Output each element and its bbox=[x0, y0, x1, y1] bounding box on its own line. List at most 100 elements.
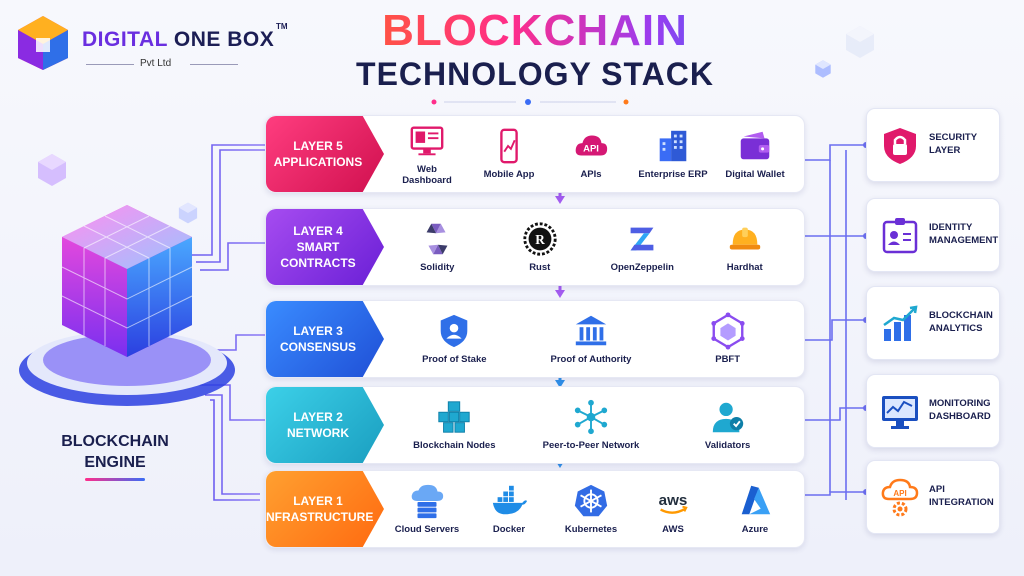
logo-name: DIGITAL ONE BOX bbox=[82, 28, 274, 52]
item-label: Peer-to-Peer Network bbox=[542, 440, 640, 452]
hardhat-icon bbox=[729, 227, 760, 250]
layer-1-name: INFRASTRUCTURE bbox=[262, 510, 374, 524]
item-label: OpenZeppelin bbox=[610, 262, 674, 274]
card-label: BLOCKCHAIN bbox=[929, 310, 993, 322]
layer-1-number: LAYER 1 bbox=[293, 493, 343, 508]
cloud-server-icon bbox=[411, 484, 444, 519]
api-cloud-icon: API bbox=[575, 135, 608, 156]
security-shield-icon bbox=[884, 128, 916, 164]
item-apis: API APIs bbox=[550, 127, 632, 181]
item-docker: Docker bbox=[468, 482, 550, 536]
item-label: AWS bbox=[662, 524, 684, 536]
layer-2-name: NETWORK bbox=[287, 426, 349, 440]
wallet-icon bbox=[740, 131, 770, 160]
layer-3-items: Proof of Stake Proof of Authority PBFT bbox=[386, 301, 796, 377]
openzeppelin-icon bbox=[630, 227, 654, 251]
item-openzeppelin: OpenZeppelin bbox=[598, 220, 686, 274]
layer-4-items: Solidity R Rust OpenZeppelin Hardhat bbox=[386, 209, 796, 285]
item-kubernetes: Kubernetes bbox=[550, 482, 632, 536]
layer-5-badge: LAYER 5 APPLICATIONS bbox=[266, 116, 384, 192]
api-gear-icon: API bbox=[881, 478, 919, 517]
layer-4-badge: LAYER 4 SMART CONTRACTS bbox=[266, 209, 384, 285]
title-dots bbox=[431, 99, 629, 105]
monitor-icon bbox=[882, 396, 918, 429]
layer-1-panel: LAYER 1 INFRASTRUCTURE Cloud Servers Doc… bbox=[265, 470, 805, 548]
page-title: BLOCKCHAIN bbox=[300, 6, 770, 56]
engine-underline bbox=[85, 478, 145, 481]
layer-4-name: SMART bbox=[296, 239, 340, 254]
item-cloud-servers: Cloud Servers bbox=[386, 482, 468, 536]
cubes-icon bbox=[438, 401, 471, 433]
layer-3-panel: LAYER 3 CONSENSUS Proof of Stake Proof o… bbox=[265, 300, 805, 378]
layer-3-badge: LAYER 3 CONSENSUS bbox=[266, 301, 384, 377]
kubernetes-icon bbox=[574, 484, 608, 517]
docker-icon bbox=[492, 485, 528, 515]
aws-icon: aws bbox=[659, 492, 688, 514]
svg-text:R: R bbox=[535, 232, 545, 247]
rust-icon: R bbox=[523, 222, 557, 256]
p2p-network-icon bbox=[574, 399, 608, 435]
card-label-line2: LAYER bbox=[929, 145, 961, 156]
layer-1-badge: LAYER 1 INFRASTRUCTURE bbox=[266, 471, 384, 547]
item-label: Solidity bbox=[420, 262, 455, 274]
logo-subtitle: Pvt Ltd bbox=[140, 58, 172, 69]
item-label: Hardhat bbox=[726, 262, 763, 274]
logo-cube-icon bbox=[18, 16, 68, 70]
decorative-cube-icon bbox=[178, 202, 198, 224]
item-hardhat: Hardhat bbox=[701, 220, 789, 274]
logo-name-onebox: ONE BOX bbox=[167, 28, 275, 51]
layer-4-number: LAYER 4 bbox=[293, 223, 343, 238]
divider bbox=[86, 64, 134, 65]
item-peer-to-peer-network: Peer-to-Peer Network bbox=[543, 398, 639, 452]
item-proof-of-stake: Proof of Stake bbox=[410, 312, 498, 366]
engine-label-line1: BLOCKCHAIN bbox=[61, 433, 169, 450]
item-blockchain-nodes: Blockchain Nodes bbox=[410, 398, 498, 452]
item-label: Proof of Stake bbox=[422, 354, 487, 366]
decorative-cube-icon bbox=[38, 154, 66, 186]
api-icon-text: API bbox=[893, 489, 906, 498]
item-label: Web bbox=[417, 163, 437, 175]
identity-card-icon bbox=[882, 218, 918, 254]
item-rust: R Rust bbox=[496, 220, 584, 274]
item-pbft: PBFT bbox=[684, 312, 772, 366]
company-logo: DIGITAL ONE BOX TM Pvt Ltd bbox=[14, 14, 288, 76]
card-label: MONITORING bbox=[929, 398, 991, 410]
layer-2-badge: LAYER 2 NETWORK bbox=[266, 387, 384, 463]
item-label: PBFT bbox=[715, 354, 741, 366]
analytics-chart-icon bbox=[883, 305, 918, 341]
enterprise-building-icon bbox=[659, 130, 687, 162]
card-label-line2: ANALYTICS bbox=[929, 323, 983, 334]
divider bbox=[190, 64, 238, 65]
layer-3-name: CONSENSUS bbox=[279, 340, 356, 354]
card-label: SECURITY bbox=[929, 132, 978, 144]
network-node-icon bbox=[711, 312, 745, 350]
layer-2-items: Blockchain Nodes Peer-to-Peer Network Va… bbox=[386, 387, 796, 463]
authority-building-icon bbox=[575, 315, 607, 346]
solidity-icon bbox=[426, 223, 448, 255]
item-label: Proof of Authority bbox=[550, 354, 632, 366]
page-subtitle: TECHNOLOGY STACK bbox=[356, 56, 714, 92]
item-mobile-app: Mobile App bbox=[468, 127, 550, 181]
item-enterprise-erp: Enterprise ERP bbox=[632, 127, 714, 181]
validator-user-icon bbox=[712, 402, 743, 433]
item-validators: Validators bbox=[684, 398, 772, 452]
item-label: Blockchain Nodes bbox=[413, 440, 496, 452]
layer-5-name: APPLICATIONS bbox=[273, 155, 363, 169]
engine-label: BLOCKCHAIN ENGINE bbox=[20, 432, 210, 474]
item-label: Cloud Servers bbox=[394, 524, 460, 536]
item-digital-wallet: Digital Wallet bbox=[714, 127, 796, 181]
layer-2-number: LAYER 2 bbox=[293, 409, 343, 424]
mobile-app-icon bbox=[500, 128, 518, 164]
item-label: Mobile App bbox=[483, 169, 535, 181]
api-icon-text: API bbox=[583, 144, 599, 155]
aws-wordmark: aws bbox=[659, 492, 688, 509]
item-proof-of-authority: Proof of Authority bbox=[547, 312, 635, 366]
logo-name-digital: DIGITAL bbox=[82, 28, 168, 51]
